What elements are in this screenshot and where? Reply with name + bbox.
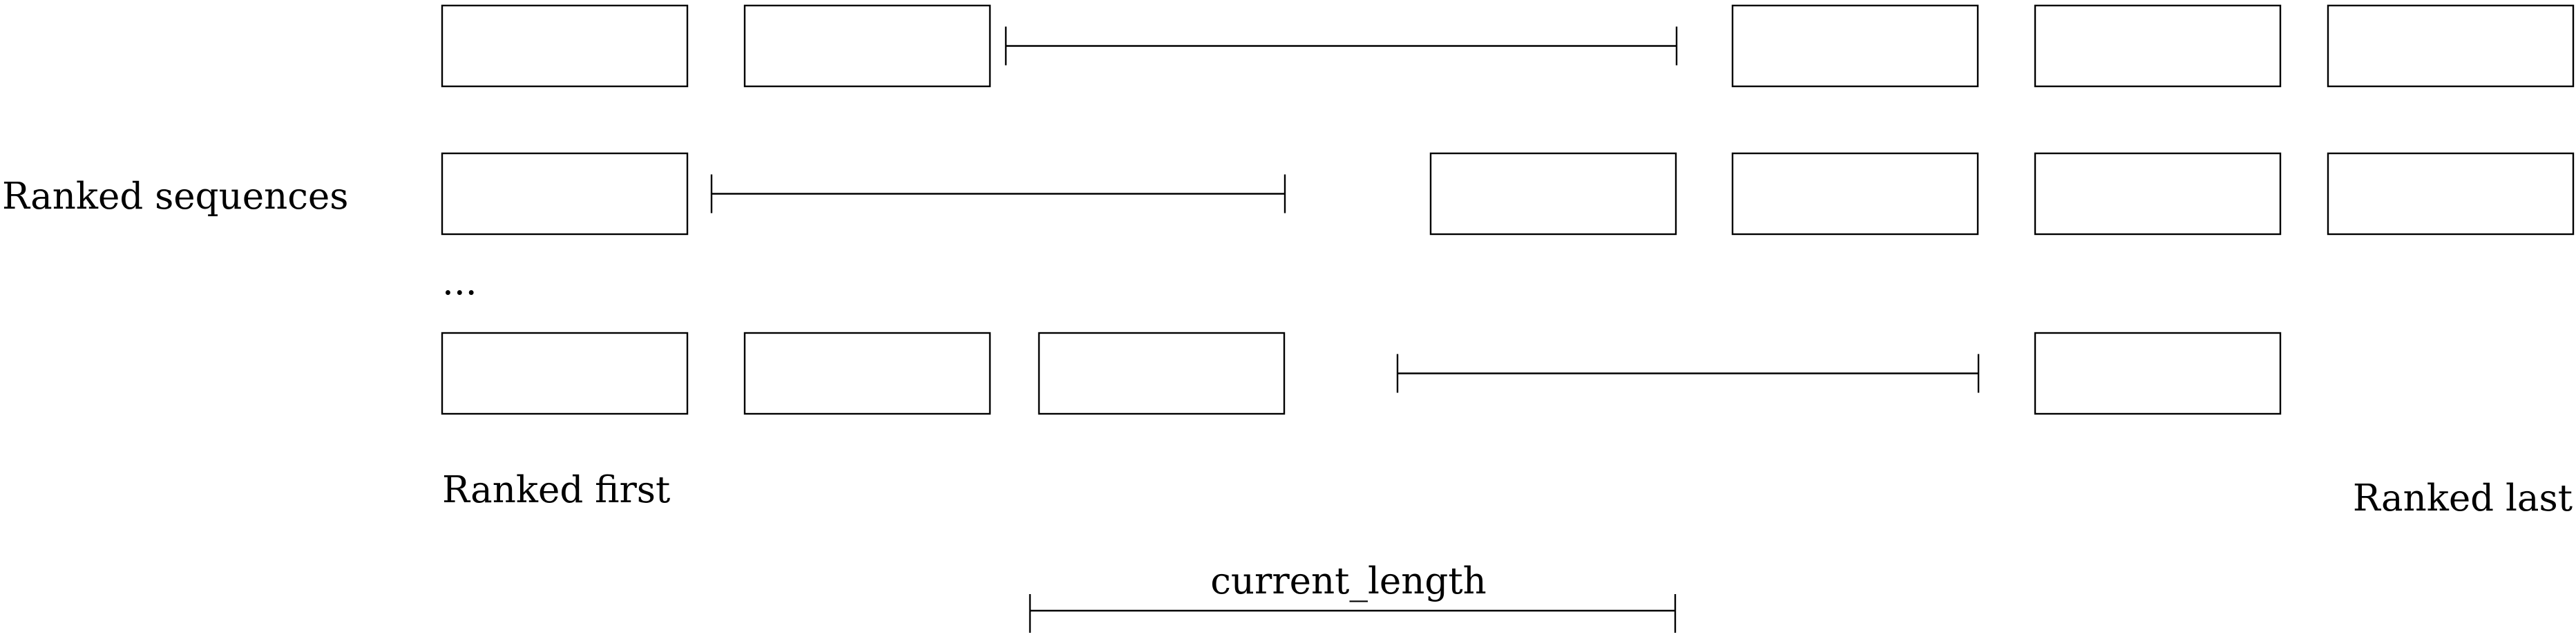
current-length-legend [1029,594,1677,633]
current-length-label: current_length [1210,560,1487,602]
row-1-box-2 [743,4,991,88]
row-last-box-6 [2034,332,2282,415]
ranked-first-label: Ranked first [442,469,671,511]
row-2-box-7 [2327,152,2575,236]
row-1-box-7 [2327,4,2575,88]
ranked-sequences-label: Ranked sequences [2,175,349,218]
ellipsis-label: ... [442,261,477,303]
row-last-box-2 [743,332,991,415]
row-2-box-6 [2034,152,2282,236]
row-2-box-1 [441,152,689,236]
ranked-last-label: Ranked last [2352,477,2573,519]
row-last-box-1 [441,332,689,415]
row-1-box-6 [2034,4,2282,88]
row-2-box-5 [1731,152,1979,236]
row-1-box-1 [441,4,689,88]
row-last-box-3 [1038,332,1286,415]
row-1-box-5 [1731,4,1979,88]
rows-layer [441,4,2575,415]
row-2-box-4 [1429,152,1677,236]
